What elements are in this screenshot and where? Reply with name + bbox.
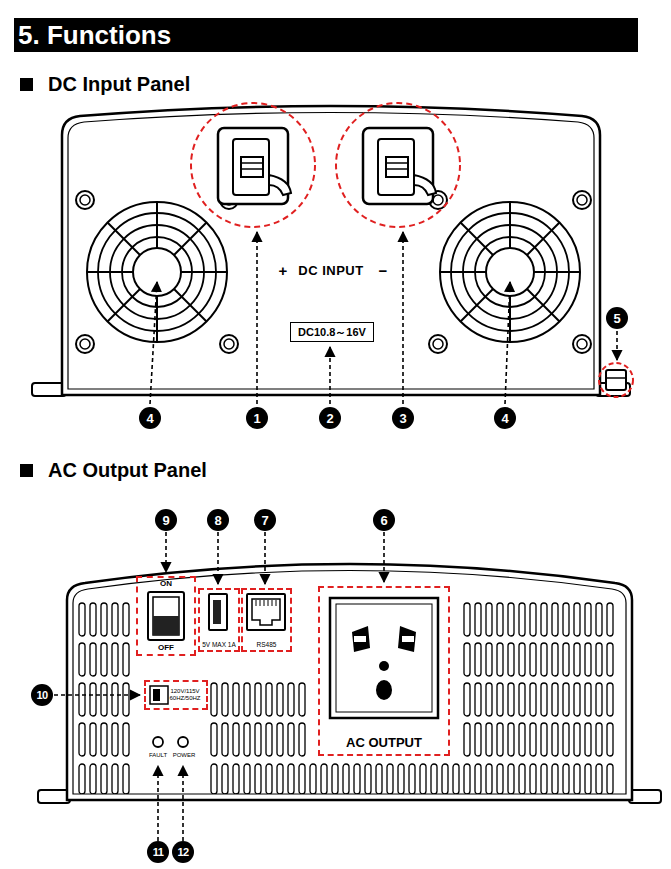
callout-number: 8 xyxy=(207,509,229,531)
callout-number: 3 xyxy=(392,407,414,429)
callout-number: 7 xyxy=(254,509,276,531)
box-text: AC OUTPUT xyxy=(346,735,422,750)
section-heading: DC Input Panel xyxy=(48,73,190,96)
callout-number: 4 xyxy=(494,407,516,429)
power-switch-box: ON OFF xyxy=(136,576,196,656)
callout-number: 10 xyxy=(31,684,53,706)
callout-number: 11 xyxy=(147,841,169,863)
polarity-mark: + xyxy=(279,262,288,279)
callout-number: 6 xyxy=(373,509,395,531)
panel-label: DC INPUT xyxy=(298,263,363,278)
callout-number: 9 xyxy=(155,509,177,531)
box-text: ON xyxy=(160,579,172,589)
callout-number: 12 xyxy=(172,841,194,863)
callout-number: 2 xyxy=(319,407,341,429)
box-text: RS485 xyxy=(257,641,277,649)
voltage-label-box: DC10.8～16V xyxy=(290,322,374,342)
box-text: DC10.8～16V xyxy=(298,325,366,340)
rs485-port-box: RS485 xyxy=(241,588,292,652)
box-text: 120V/115V 60HZ/50HZ xyxy=(166,688,204,702)
callout-number: 1 xyxy=(246,407,268,429)
polarity-mark: − xyxy=(379,262,388,279)
voltage-selector-box: 120V/115V 60HZ/50HZ xyxy=(144,680,208,710)
led-label: POWER xyxy=(173,752,196,758)
section-heading: AC Output Panel xyxy=(48,459,207,482)
callout-number: 4 xyxy=(139,407,161,429)
led-label: FAULT xyxy=(149,752,167,758)
page-title: 5. Functions xyxy=(14,18,638,52)
box-text: OFF xyxy=(158,643,174,653)
callout-number: 5 xyxy=(606,307,628,329)
ac-output-box: AC OUTPUT xyxy=(318,586,450,756)
box-text: 5V MAX 1A xyxy=(202,641,236,649)
usb-port-box: 5V MAX 1A xyxy=(198,588,240,652)
title-bar: 5. Functions xyxy=(14,18,638,52)
